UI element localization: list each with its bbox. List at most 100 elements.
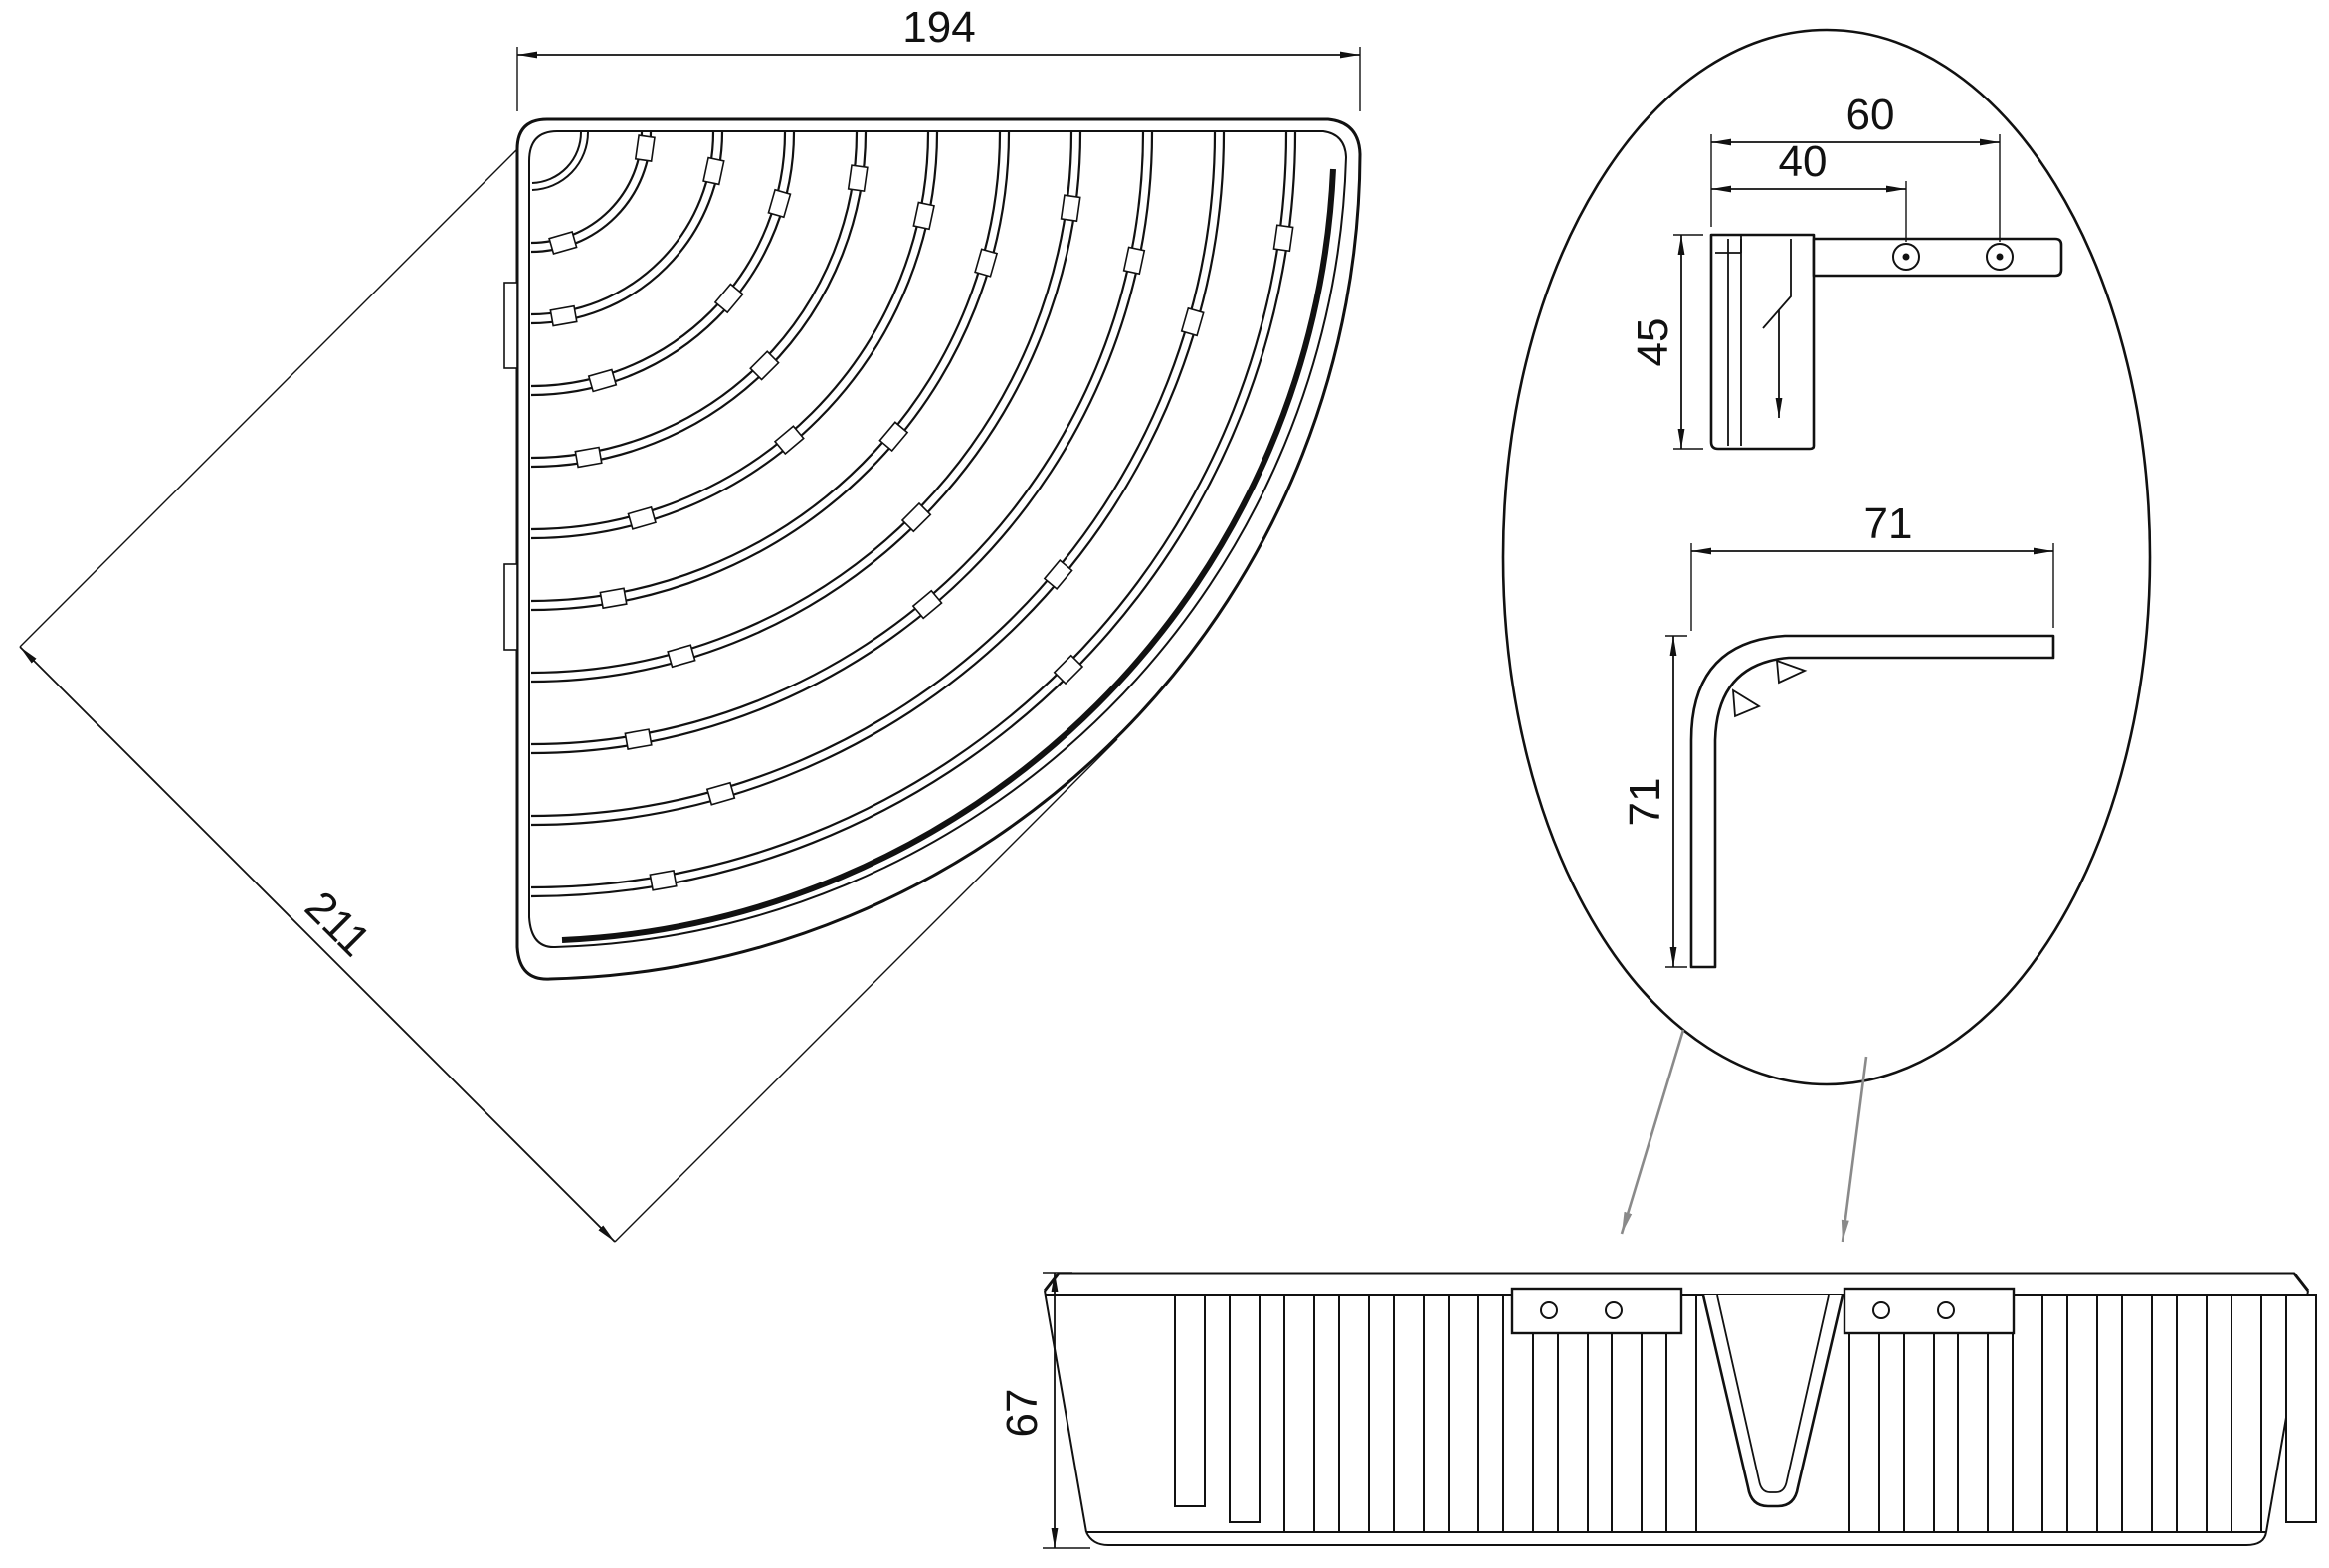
leader-arrow [1841, 1056, 1868, 1243]
front-bottom-line-2 [1085, 1531, 2267, 1546]
leader-arrow [1620, 1029, 1685, 1235]
basket-slat [2231, 1294, 2262, 1533]
basket-slat [2176, 1294, 2208, 1533]
wire-joint-tab [702, 156, 725, 186]
basket-slat [2012, 1294, 2043, 1533]
basket-slat [1448, 1294, 1479, 1533]
dim-width-label: 194 [902, 3, 975, 52]
snap-hook [1775, 659, 1808, 685]
dim-67-label: 67 [998, 1389, 1047, 1438]
basket-slat [2121, 1294, 2153, 1533]
bracket-hole-center [1996, 253, 2004, 261]
top-view-outer-rim [515, 117, 1362, 981]
basket-wire [530, 131, 1217, 818]
wall-mount-tab [503, 563, 518, 651]
plate [1843, 1287, 2016, 1335]
dim-71v-label: 71 [1621, 778, 1669, 827]
detail-bubble: 60 40 45 [1501, 28, 2152, 1086]
wire-joint-tab [649, 870, 678, 891]
dimension-profile-width: 71 [1690, 499, 2054, 631]
dimension-width: 194 [516, 3, 1361, 111]
plate-hole [1937, 1301, 1955, 1319]
wire-joint-tab [549, 304, 578, 327]
basket-slat [2285, 1294, 2317, 1523]
basket-slat [2066, 1294, 2098, 1533]
dimension-clip-height: 45 [1629, 234, 1703, 450]
wire-joint-tab [878, 421, 909, 453]
mounting-plate-right [1843, 1287, 2016, 1335]
dim-71h-label: 71 [1864, 499, 1913, 548]
wire-joint-tab [627, 505, 657, 530]
corner-notch-arc [531, 131, 583, 184]
wire-joint-tab [1122, 246, 1146, 276]
basket-wire [530, 131, 1226, 827]
wire-joint-tab [1043, 559, 1073, 590]
wire-joint-tab [900, 501, 932, 533]
wire-joint-tab [847, 164, 869, 193]
center-notch-inner [1716, 1294, 1830, 1493]
basket-slat [1393, 1294, 1425, 1533]
wire-joint-tab [749, 350, 780, 381]
front-view: 67 [998, 1272, 2317, 1549]
corner-profile-body [1689, 634, 2055, 969]
basket-wire [530, 131, 1154, 755]
front-side-edge [1044, 1290, 1087, 1533]
basket-wire [530, 131, 1145, 746]
wire-joint-tab [667, 644, 696, 669]
mounting-plate-left [1510, 1287, 1683, 1335]
dim-diagonal-label: 211 [295, 882, 379, 966]
top-view-rim-wire [561, 168, 1336, 943]
basket-wire [530, 131, 1011, 612]
dim-60-label: 60 [1846, 91, 1895, 139]
dim-45-label: 45 [1629, 318, 1677, 367]
wire-joint-tab [911, 589, 943, 620]
clip-hook-line [1762, 239, 1792, 329]
dim-40-label: 40 [1779, 137, 1828, 186]
wire-joint-tab [773, 425, 805, 456]
corner-profile-detail: 71 71 [1621, 499, 2055, 969]
wire-joint-tab [634, 134, 656, 162]
basket-wire [530, 131, 1002, 603]
wall-mount-tab [503, 282, 518, 369]
basket-wire [530, 131, 796, 397]
wire-joint-tab [1053, 654, 1084, 686]
plate [1510, 1287, 1683, 1335]
basket-slat [1338, 1294, 1370, 1533]
plate-hole [1540, 1301, 1558, 1319]
basket-slat [1174, 1294, 1206, 1507]
wire-joint-tab [767, 188, 792, 219]
wire-joint-tab [912, 201, 935, 231]
wire-joint-tab [574, 446, 603, 469]
dimension-hole-inner: 40 [1711, 137, 1907, 242]
wire-joint-tab [713, 283, 744, 314]
wire-joint-tab [974, 248, 999, 278]
snap-hook [1731, 688, 1761, 718]
bracket-hole-center [1902, 253, 1910, 261]
dimension-hole-outer: 60 [1710, 91, 2001, 242]
basket-wires [530, 131, 1297, 898]
detail-ellipse [1501, 28, 2152, 1086]
top-view: 194 211 [19, 3, 1362, 1243]
basket-slat [1283, 1294, 1315, 1533]
basket-slat [1229, 1294, 1261, 1523]
wire-joint-tab [705, 781, 736, 806]
wire-joint-tab [548, 231, 578, 256]
clip-body [1709, 233, 1816, 451]
wire-joint-tab [624, 728, 653, 750]
basket-slat [1957, 1294, 1989, 1533]
center-notch [1701, 1294, 1844, 1508]
basket-slat [1557, 1294, 1589, 1533]
wire-joint-tab [1272, 224, 1294, 253]
dimension-front-height: 67 [998, 1272, 1090, 1549]
wire-joint-tab [599, 587, 628, 610]
bracket-arm [1812, 237, 2063, 278]
basket-slat [1502, 1294, 1534, 1533]
clip-hook-line [1715, 235, 1742, 254]
extension-line [614, 738, 1118, 1243]
plate-hole [1605, 1301, 1623, 1319]
wire-joint-tab [1060, 194, 1081, 223]
corner-notch-arc-inner [531, 131, 589, 191]
basket-wire [530, 131, 787, 388]
